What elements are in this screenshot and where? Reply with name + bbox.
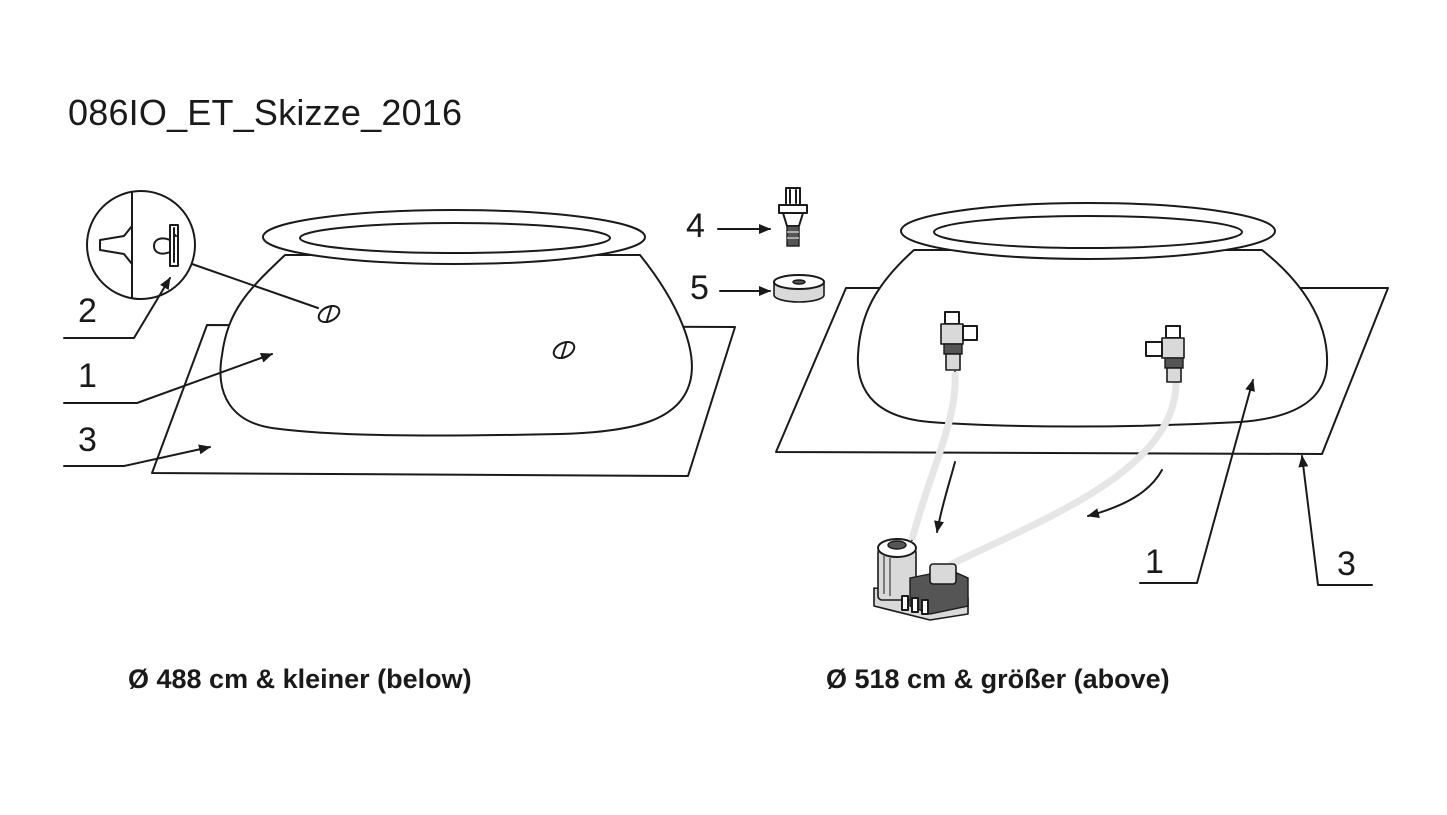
callout-left-2: 2 [78,292,97,330]
callout-right-1: 1 [1145,543,1164,581]
leader-right-1 [1139,379,1255,584]
foam-ring-icon [773,274,825,303]
intake-hose [948,377,1180,569]
return-hose [908,371,959,541]
left-pool-ring-outer [262,209,646,265]
left-pool-body [219,254,693,437]
flow-arrow-down-icon [1087,469,1163,518]
callout-part-4: 4 [686,207,705,245]
caption-left: Ø 488 cm & kleiner (below) [128,664,472,694]
leader-left-2 [63,277,171,339]
left-pool-valve-2 [552,340,576,360]
left-pool-ring-inner [299,222,611,254]
leader-left-3 [63,444,211,467]
leader-right-3 [1298,455,1373,586]
flow-arrow-up-icon [934,461,956,533]
right-pool-body [856,249,1329,428]
left-pool-assembly [63,190,736,477]
caption-right: Ø 518 cm & größer (above) [826,664,1170,694]
valve-plug-detail-icon [86,190,196,300]
leader-left-1 [63,353,273,404]
left-pool-valve-1 [317,304,341,324]
drawing-title: 086IO_ET_Skizze_2016 [68,92,463,133]
callout-part-5: 5 [690,269,709,307]
leader-detail-to-valve [191,263,319,309]
callout-right-3: 3 [1337,545,1356,583]
right-pool-assembly [775,202,1389,621]
parts-group [717,187,825,303]
right-pool-ring-inner [933,215,1243,249]
hose-connector-icon [778,187,808,247]
filter-pump-icon [873,538,969,621]
right-pool-connector-1 [940,311,978,371]
callout-left-3: 3 [78,421,97,459]
callout-left-1: 1 [78,357,97,395]
right-pool-connector-2 [1145,325,1185,383]
right-pool-ring-outer [900,202,1276,260]
